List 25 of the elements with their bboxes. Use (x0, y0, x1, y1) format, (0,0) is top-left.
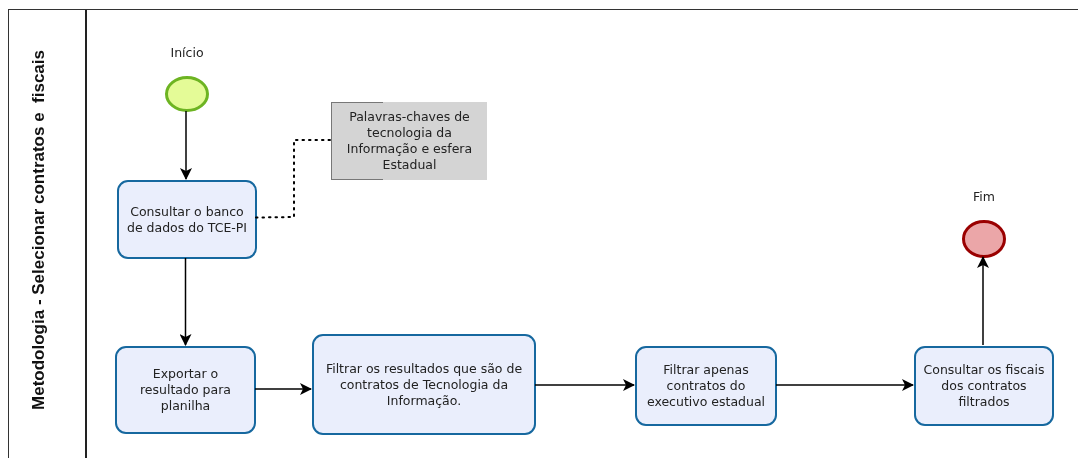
task-box (635, 346, 777, 426)
flow-arrow (977, 256, 989, 346)
lane-title: Metodologia - Selecionar contratos e fiscais (29, 50, 49, 410)
start-event-circle (165, 76, 209, 112)
task-box (312, 334, 536, 435)
task-box (117, 180, 257, 259)
task-label: Exportar o resultado para planilha (139, 366, 232, 414)
flow-arrow (180, 110, 192, 180)
task-label: Consultar o banco de dados do TCE-PI (125, 203, 249, 236)
task-label: Filtrar os resultados que são de contratos de Tecnologia da Informação. (324, 360, 524, 409)
task-label: Filtrar apenas contratos do executivo estadual (645, 362, 767, 410)
annotation-box (331, 102, 487, 180)
association-line (255, 139, 331, 219)
task-label: Consultar os fiscais dos contratos filtrados (922, 362, 1046, 410)
flow-arrow (254, 383, 312, 395)
event-label: Início (170, 45, 204, 60)
flow-arrow (534, 379, 635, 391)
swimlane-pool (8, 9, 1078, 458)
flow-arrow (775, 379, 914, 391)
event-label: Fim (973, 189, 995, 204)
flow-arrow (179, 257, 192, 346)
task-box (914, 346, 1054, 426)
task-box (115, 346, 256, 434)
end-event-circle (962, 220, 1006, 258)
annotation-text: Palavras-chaves de tecnologia da Informação e esfera Estadual (345, 109, 474, 173)
